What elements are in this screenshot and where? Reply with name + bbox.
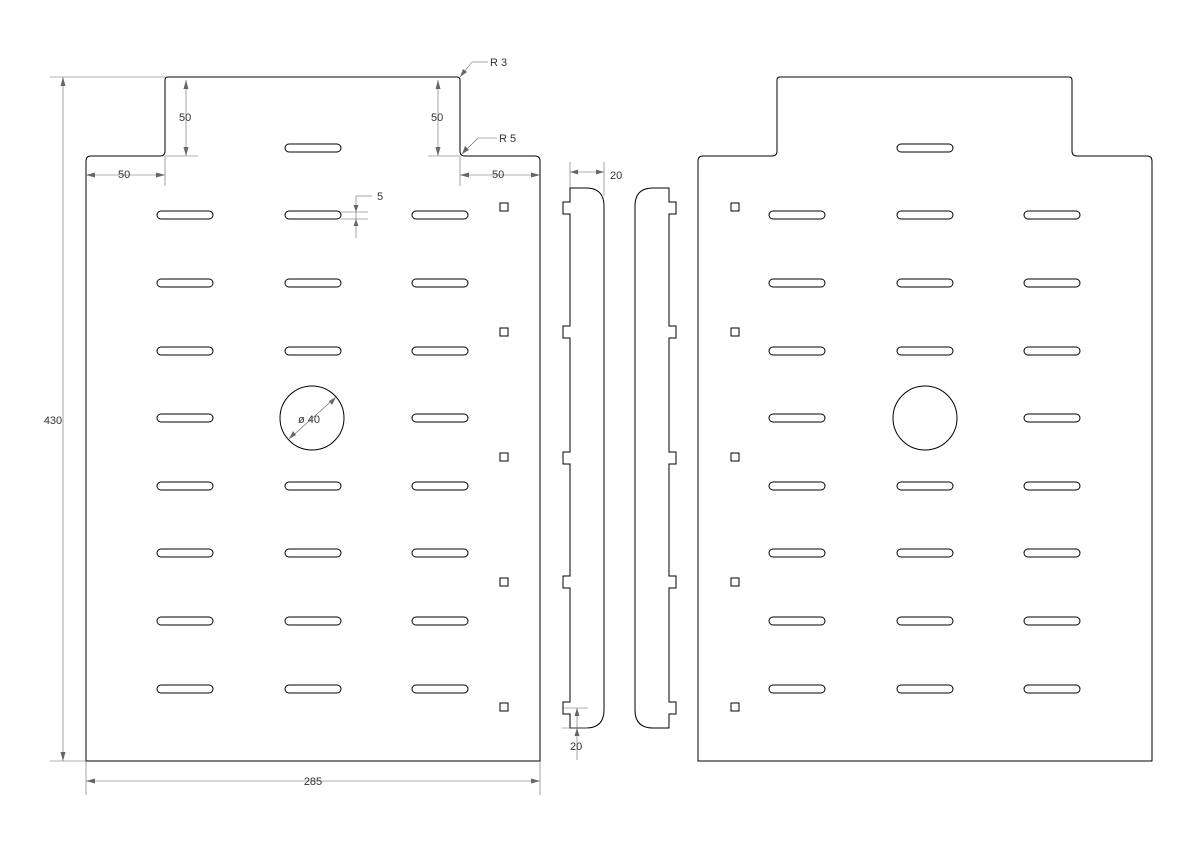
slot: [1023, 278, 1081, 288]
left-panel: [85, 76, 541, 762]
label-tab-height-left: 50: [179, 112, 191, 124]
slot: [411, 616, 469, 626]
slot: [1023, 548, 1081, 558]
slot: [156, 278, 214, 288]
slot: [1023, 413, 1081, 423]
slot: [768, 616, 826, 626]
right-panel: [697, 76, 1153, 762]
slot: [156, 413, 214, 423]
slot: [156, 210, 214, 220]
side-strip-right: [634, 187, 677, 729]
slot: [896, 143, 954, 153]
side-strips: [562, 187, 677, 729]
dimension-lines: [50, 61, 605, 795]
label-r5: R 5: [499, 133, 516, 145]
slot: [284, 346, 342, 356]
right-slot-grid: [768, 143, 1081, 694]
slot: [411, 278, 469, 288]
label-tab-offset-left: 50: [118, 169, 130, 181]
slot: [896, 210, 954, 220]
slot: [156, 346, 214, 356]
square-hole: [499, 327, 509, 337]
slot: [896, 684, 954, 694]
slot: [768, 210, 826, 220]
right-square-holes: [730, 202, 740, 712]
slot: [1023, 616, 1081, 626]
label-tab-height-right: 50: [431, 112, 443, 124]
left-center-hole: [279, 385, 345, 451]
slot: [411, 481, 469, 491]
square-hole: [499, 452, 509, 462]
slot: [411, 210, 469, 220]
right-center-hole: [892, 385, 958, 451]
square-hole: [499, 202, 509, 212]
slot: [284, 143, 342, 153]
slot: [284, 481, 342, 491]
left-square-holes: [499, 202, 509, 712]
slot: [896, 616, 954, 626]
slot: [896, 548, 954, 558]
slot: [284, 548, 342, 558]
slot: [896, 278, 954, 288]
slot: [284, 684, 342, 694]
label-slot-gap: 5: [377, 191, 383, 203]
slot: [1023, 346, 1081, 356]
slot: [156, 548, 214, 558]
square-hole: [730, 327, 740, 337]
slot: [411, 684, 469, 694]
slot: [896, 346, 954, 356]
dimension-labels: R 3 R 5 50 50 50 50 5 ø 40 430 285 20 20: [44, 57, 622, 788]
slot: [284, 210, 342, 220]
slot: [284, 278, 342, 288]
slot: [768, 278, 826, 288]
slot: [768, 684, 826, 694]
slot: [411, 346, 469, 356]
slot: [768, 481, 826, 491]
left-panel-outline: [85, 76, 541, 762]
left-slot-grid: [156, 143, 469, 694]
slot: [1023, 210, 1081, 220]
label-total-width: 285: [304, 776, 322, 788]
label-hole-diameter: ø 40: [298, 414, 320, 426]
slot: [1023, 481, 1081, 491]
square-hole: [730, 452, 740, 462]
label-strip-width: 20: [610, 170, 622, 182]
side-strip-left: [562, 187, 605, 729]
slot: [411, 413, 469, 423]
slot: [284, 616, 342, 626]
slot: [411, 548, 469, 558]
slot: [1023, 684, 1081, 694]
square-hole: [499, 702, 509, 712]
label-tab-offset-right: 50: [492, 169, 504, 181]
slot: [768, 413, 826, 423]
square-hole: [730, 577, 740, 587]
slot: [156, 481, 214, 491]
right-panel-outline: [697, 76, 1153, 762]
slot: [156, 684, 214, 694]
label-strip-end: 20: [570, 741, 582, 753]
slot: [156, 616, 214, 626]
label-total-height: 430: [44, 415, 62, 427]
square-hole: [730, 702, 740, 712]
square-hole: [499, 577, 509, 587]
slot: [768, 548, 826, 558]
slot: [768, 346, 826, 356]
label-r3: R 3: [490, 57, 507, 69]
slot: [896, 481, 954, 491]
square-hole: [730, 202, 740, 212]
